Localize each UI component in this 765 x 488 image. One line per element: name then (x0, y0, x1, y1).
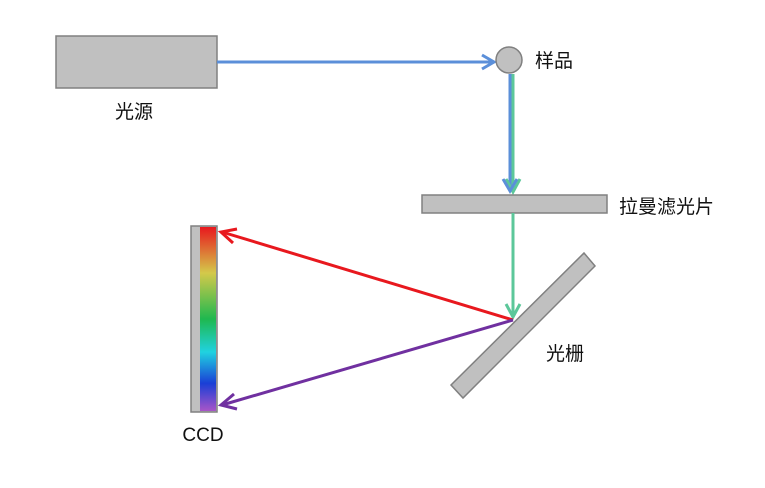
sample-circle (495, 46, 523, 74)
incident-beam-arrowhead-right (481, 53, 497, 71)
incident-beam-arrowhead-down (501, 178, 519, 194)
light-source-label: 光源 (115, 101, 153, 123)
raman-filter-label: 拉曼滤光片 (619, 196, 714, 218)
light-source-box (55, 35, 218, 89)
scattered-beam-arrowhead-down (504, 178, 522, 196)
dispersed-red-arrowhead (217, 227, 238, 245)
scattered-beam-arrowhead-grating (504, 303, 522, 321)
dispersed-beam-violet (221, 318, 514, 407)
ccd-label: CCD (182, 425, 223, 446)
ccd-spectrum-strip (200, 227, 216, 411)
raman-filter-plate (421, 194, 608, 214)
dispersed-beam-red (221, 230, 514, 322)
sample-label: 样品 (535, 50, 573, 72)
grating-plate (449, 251, 597, 400)
dispersed-violet-arrowhead (217, 392, 238, 411)
grating-label: 光栅 (546, 343, 584, 365)
